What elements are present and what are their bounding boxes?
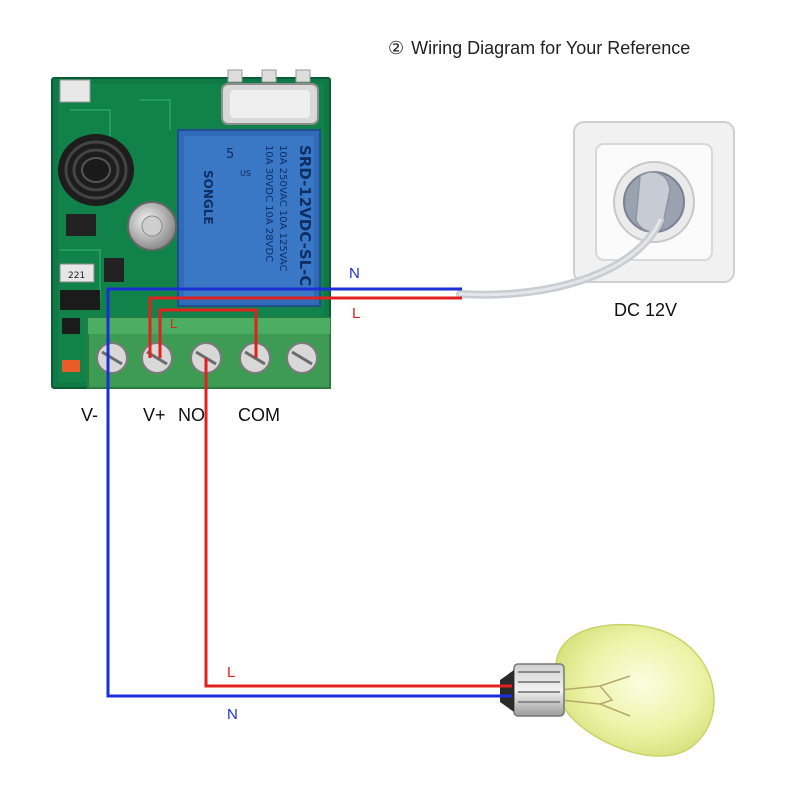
neutral-wire [106,287,512,698]
capacitor [127,201,177,251]
relay-brand: SONGLE [201,170,215,225]
resistor-code: 221 [68,271,85,281]
antenna-coil [58,134,134,206]
step-number: ② [388,38,405,59]
wire-label-l-top: L [352,305,361,322]
wall-socket [456,121,735,299]
relay-pin-number: 5 [226,147,234,162]
screw-v-minus [96,342,128,374]
wire-label-n-bottom: N [227,706,238,723]
page-title: ② Wiring Diagram for Your Reference [388,38,690,59]
screw-v-plus [141,342,173,374]
title-text: Wiring Diagram for Your Reference [411,38,691,58]
relay-module: 221 SRD-12VDC-SL-C 10A 250VAC 10A 125VAC… [51,69,331,389]
relay-rating-1: 10A 250VAC 10A 125VAC [277,145,288,272]
wire-label-n-top: N [349,265,360,282]
terminal-label-no: NO [178,405,205,425]
relay: SRD-12VDC-SL-C 10A 250VAC 10A 125VAC 10A… [177,129,321,307]
light-bulb [500,623,715,757]
power-source-label: DC 12V [614,300,678,320]
relay-rating-2: 10A 30VDC 10A 28VDC [263,145,274,262]
relay-us-mark: US [240,169,251,178]
terminal-label-v-plus: V+ [143,405,166,425]
wire-label-l-small: L [170,316,178,331]
wire-label-l-bottom: L [227,664,236,681]
terminal-label-com: COM [238,405,280,425]
relay-model: SRD-12VDC-SL-C [296,145,314,286]
live-wire [148,296,512,688]
screw-nc [286,342,318,374]
terminal-label-v-minus: V- [81,405,99,425]
terminal-block [87,317,331,389]
